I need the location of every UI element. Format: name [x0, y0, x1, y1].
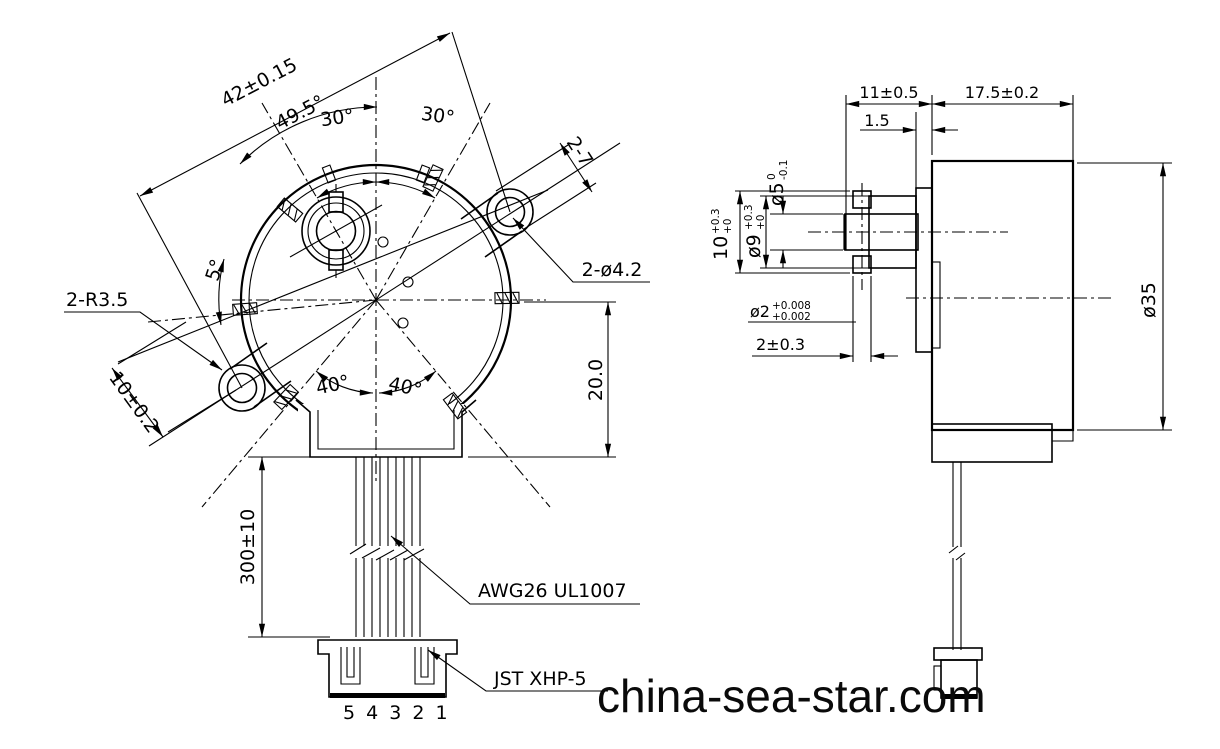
dim-10-offset-text: 10±0.2 — [104, 368, 163, 438]
dim-pin-span: 10 +0.3 +0 — [710, 190, 850, 274]
dim-boss-sup: +0.3 — [743, 205, 755, 231]
mounting-ear-upper — [460, 188, 534, 258]
dim-body-dia: ø35 — [1077, 162, 1172, 431]
dim-40: 40° 40° — [314, 370, 437, 402]
dim-2-7: 2-7 — [495, 133, 597, 230]
leader-mount-holes: 2-ø4.2 — [512, 217, 650, 283]
dim-17-5-text: 17.5±0.2 — [965, 83, 1039, 102]
side-view: 11±0.5 17.5±0.2 1.5 ø5 0 -0.1 — [710, 83, 1172, 699]
center-lines — [117, 77, 621, 508]
dim-pin-dia-sup: +0.008 — [772, 300, 811, 312]
dim-17-5: 17.5±0.2 — [932, 83, 1074, 161]
dim-20-text: 20.0 — [585, 359, 607, 401]
dim-11: 11±0.5 — [845, 83, 933, 214]
pin-numbers-text: 5 4 3 2 1 — [343, 702, 450, 724]
connector-base-line — [330, 693, 445, 698]
dim-holes-text: 2-ø4.2 — [582, 259, 643, 281]
dim-pin-dia-sub: +0.002 — [772, 311, 811, 323]
dim-1-5-text: 1.5 — [864, 111, 889, 130]
dim-body-dia-text: ø35 — [1138, 282, 1160, 318]
housing-mask — [298, 404, 466, 459]
dim-49-5: 49.5° — [239, 91, 378, 165]
motor-body-side — [930, 159, 1075, 432]
wire-side — [948, 462, 966, 650]
dim-boss-dia: ø9 +0.3 +0 — [743, 195, 869, 269]
locating-pin-bottom — [328, 249, 344, 271]
front-view: 42±0.15 49.5° 30° 30° 40° 40° 5° — [64, 31, 650, 724]
mounting-plate-side — [915, 187, 933, 353]
reference-line — [117, 189, 549, 363]
dim-pin-span-sup: +0.3 — [710, 209, 722, 235]
dim-pin-height-text: 2±0.3 — [756, 335, 805, 354]
dim-pin-span-base: 10 — [710, 236, 732, 260]
label-connector-text: JST XHP-5 — [493, 668, 587, 690]
dim-2-7-text: 2-7 — [562, 133, 597, 171]
mounting-ear-lower — [218, 342, 292, 412]
connector-front — [317, 639, 458, 698]
dim-30-right-text: 30° — [420, 103, 456, 129]
ear-edge-side — [931, 261, 941, 349]
dim-5-text: 5° — [201, 256, 229, 283]
dim-1-5: 1.5 — [860, 111, 958, 196]
dim-shaft-dia: ø5 0 -0.1 — [766, 160, 843, 268]
locating-pin-top — [328, 191, 344, 213]
dim-boss-sub: +0 — [755, 215, 767, 230]
wire-bundle — [349, 457, 425, 637]
dim-40-left-text: 40° — [314, 371, 352, 400]
dim-wire-length: 300±10 — [237, 456, 330, 638]
dim-wire-length-text: 300±10 — [237, 509, 259, 585]
dim-pin-dia-base: ø2 — [750, 302, 770, 321]
leader-ear-radius: 2-R3.5 — [64, 289, 223, 371]
leader-wire-spec: AWG26 UL1007 — [390, 535, 640, 605]
dim-30-left-text: 30° — [319, 105, 355, 131]
dim-30: 30° 30° — [316, 103, 456, 199]
wire-break-marks — [349, 543, 425, 561]
dim-pin-dia: ø2 +0.008 +0.002 — [748, 300, 856, 323]
leader-connector-spec: JST XHP-5 — [427, 649, 608, 692]
watermark: china-sea-star.com — [597, 670, 986, 722]
connector-side — [933, 647, 983, 699]
wire-housing-side — [931, 423, 1053, 463]
dim-20: 20.0 — [468, 301, 616, 458]
dim-shaft-sub: -0.1 — [778, 160, 790, 181]
dim-pin-height: 2±0.3 — [752, 276, 898, 362]
dim-boss-base: ø9 — [743, 234, 765, 258]
dim-shaft-sup: 0 — [766, 173, 778, 180]
dim-40-right-text: 40° — [386, 373, 424, 402]
dim-pin-span-sub: +0 — [722, 219, 734, 234]
dim-42-text: 42±0.15 — [218, 54, 301, 112]
dim-shaft-base: ø5 — [766, 182, 788, 206]
dim-11-text: 11±0.5 — [859, 83, 918, 102]
label-wire-text: AWG26 UL1007 — [478, 580, 627, 602]
dim-radius-text: 2-R3.5 — [66, 289, 128, 311]
